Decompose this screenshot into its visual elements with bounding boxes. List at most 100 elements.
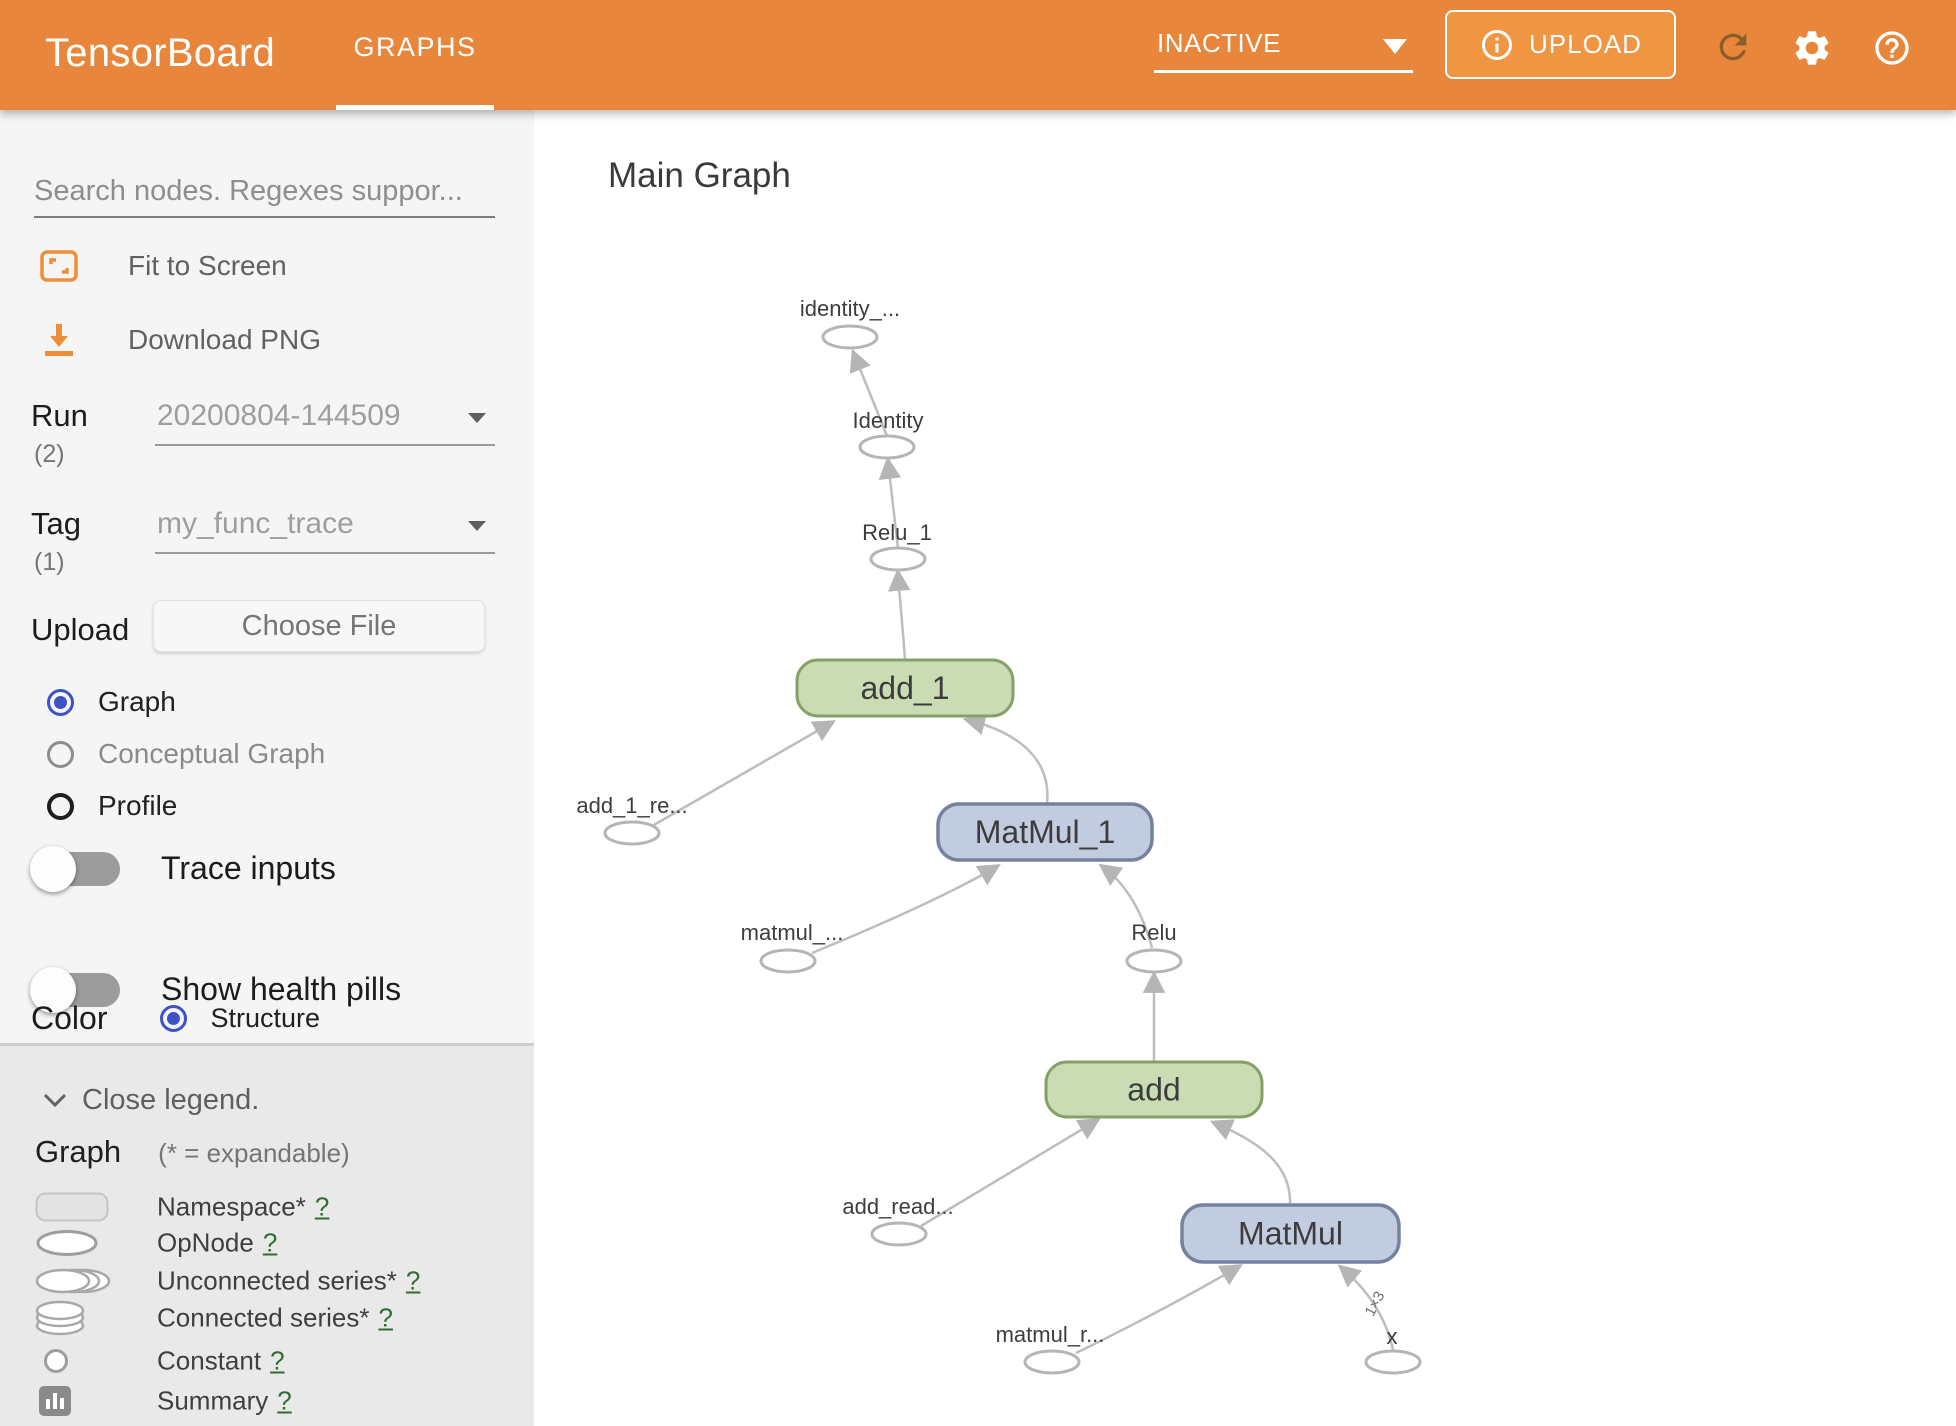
graph-node-matmul_[interactable]	[759, 948, 817, 974]
legend-opnode-label: OpNode	[157, 1227, 254, 1258]
show-health-pills-label: Show health pills	[161, 971, 402, 1007]
fit-to-screen-button[interactable]: Fit to Screen	[40, 250, 287, 282]
graph-edge-MatMul-to-add	[1209, 1119, 1292, 1206]
legend-panel: Close legend. Graph (* = expandable) Nam…	[0, 1043, 534, 1426]
tag-label: Tag	[31, 506, 81, 541]
toggle-track	[30, 966, 120, 1013]
graph-node-label-Relu: Relu	[1131, 920, 1176, 945]
run-dropdown[interactable]: 20200804-144509	[157, 399, 401, 432]
gear-icon[interactable]	[1790, 26, 1834, 70]
run-dropdown-underline	[155, 444, 495, 446]
close-legend-label: Close legend.	[82, 1084, 260, 1116]
download-icon	[45, 324, 73, 356]
tag-dropdown[interactable]: my_func_trace	[157, 507, 354, 540]
graph-node-add_1_re[interactable]	[603, 820, 661, 846]
legend-constant-label: Constant	[157, 1345, 262, 1376]
graph-node-MatMul[interactable]	[1180, 1203, 1401, 1264]
legend-item-constant: Constant?	[0, 1341, 534, 1381]
graph-node-label-add_1: add_1	[861, 670, 950, 706]
trace-inputs-toggle[interactable]: Trace inputs	[30, 845, 336, 892]
legend-item-namespace: Namespace*?	[0, 1187, 534, 1227]
graph-node-label-identity_out: identity_...	[800, 296, 900, 321]
graph-node-add_1[interactable]	[795, 658, 1015, 718]
graph-node-matmul_r[interactable]	[1023, 1349, 1081, 1375]
graph-edge-matmul_r-to-MatMul	[1075, 1264, 1243, 1355]
refresh-icon[interactable]	[1711, 25, 1755, 69]
legend-heading-note: (* = expandable)	[158, 1138, 350, 1168]
graph-edge-add_1_re-to-add_1	[651, 720, 836, 828]
connected-series-icon	[35, 1300, 85, 1336]
tag-count: (1)	[34, 548, 65, 576]
graph-node-identity_out[interactable]	[821, 324, 879, 350]
tag-dropdown-underline	[155, 552, 495, 554]
graph-node-x[interactable]	[1364, 1349, 1422, 1375]
radio-conceptual-graph-label: Conceptual Graph	[98, 738, 326, 769]
legend-summary-label: Summary	[157, 1385, 269, 1416]
tag-dropdown-caret-icon[interactable]	[468, 521, 486, 531]
color-label: Color	[31, 1000, 108, 1036]
run-label: Run	[31, 398, 88, 433]
graph-node-MatMul_1[interactable]	[936, 802, 1154, 862]
graph-node-label-MatMul_1: MatMul_1	[975, 814, 1116, 850]
chevron-down-icon	[1383, 39, 1407, 54]
graph-node-label-add_1_re: add_1_re...	[576, 793, 687, 818]
radio-conceptual-graph[interactable]: Conceptual Graph	[47, 738, 325, 770]
tab-graphs[interactable]: GRAPHS	[334, 0, 496, 110]
upload-button[interactable]: UPLOAD	[1445, 10, 1676, 79]
radio-structure[interactable]	[160, 1005, 188, 1032]
graph-node-add_read[interactable]	[870, 1221, 928, 1247]
show-health-pills-toggle[interactable]: Show health pills	[30, 966, 402, 1013]
graph-edge-Relu_1-to-Identity	[878, 456, 902, 549]
radio-graph[interactable]: Graph	[47, 686, 176, 718]
graph-node-label-matmul_: matmul_...	[741, 920, 844, 945]
graph-edge-MatMul_1-to-add_1	[962, 713, 1049, 805]
radio-graph-label: Graph	[98, 686, 176, 717]
upload-label: Upload	[31, 612, 130, 647]
graph-edge-Identity-to-identity_out	[849, 348, 889, 437]
legend-heading-title: Graph	[35, 1134, 122, 1169]
sidebar: Fit to Screen Download PNG Run (2) 20200…	[0, 110, 534, 1426]
namespace-icon	[35, 1192, 109, 1222]
graph-node-label-Relu_1: Relu_1	[862, 520, 932, 545]
legend-namespace-help-link[interactable]: ?	[314, 1191, 330, 1222]
app-title: TensorBoard	[45, 31, 276, 75]
legend-constant-help-link[interactable]: ?	[270, 1345, 285, 1376]
toggle-thumb	[30, 966, 76, 1013]
search-input[interactable]	[34, 166, 495, 218]
run-dropdown-caret-icon[interactable]	[468, 413, 486, 423]
graph-node-Relu_1[interactable]	[869, 546, 927, 572]
upload-button-label: UPLOAD	[1529, 29, 1642, 59]
main-graph-title: Main Graph	[608, 156, 791, 195]
color-structure-label: Structure	[210, 1003, 321, 1033]
summary-icon	[39, 1386, 71, 1416]
graph-edge-add_1-to-Relu_1	[887, 568, 911, 661]
legend-item-opnode: OpNode?	[0, 1223, 534, 1263]
close-legend-button[interactable]: Close legend.	[43, 1084, 259, 1117]
legend-unconnected-series-help-link[interactable]: ?	[405, 1265, 421, 1296]
opnode-icon	[36, 1230, 98, 1256]
graph-node-Relu[interactable]	[1125, 948, 1183, 974]
toggle-thumb	[30, 845, 76, 892]
graph-node-label-MatMul: MatMul	[1238, 1216, 1343, 1252]
choose-file-button[interactable]: Choose File	[153, 600, 485, 652]
radio-unselected-icon	[47, 740, 74, 768]
constant-icon	[44, 1349, 68, 1373]
legend-item-unconnected-series: Unconnected series*?	[0, 1261, 534, 1301]
legend-summary-help-link[interactable]: ?	[277, 1385, 292, 1416]
header: TensorBoard GRAPHS INACTIVE UPLOAD	[0, 0, 1956, 110]
graph-node-Identity[interactable]	[858, 434, 916, 460]
legend-opnode-help-link[interactable]: ?	[262, 1227, 278, 1258]
legend-item-summary: Summary?	[0, 1381, 534, 1421]
legend-connected-series-help-link[interactable]: ?	[378, 1302, 393, 1333]
legend-item-connected-series: Connected series*?	[0, 1298, 534, 1338]
graph-node-add[interactable]	[1044, 1060, 1264, 1119]
graph-edge-add_read-to-add	[920, 1118, 1101, 1228]
radio-unselected-icon	[47, 792, 74, 820]
radio-profile[interactable]: Profile	[47, 790, 177, 822]
graph-edge-matmul_-to-MatMul_1	[811, 864, 1001, 955]
graph-canvas[interactable]: 1×3 identity_...IdentityRelu_1add_1add_1…	[534, 110, 1956, 1426]
download-png-button[interactable]: Download PNG	[40, 322, 321, 358]
fit-to-screen-label: Fit to Screen	[128, 250, 287, 281]
status-dropdown[interactable]: INACTIVE	[1154, 24, 1413, 73]
help-icon[interactable]	[1870, 26, 1914, 70]
